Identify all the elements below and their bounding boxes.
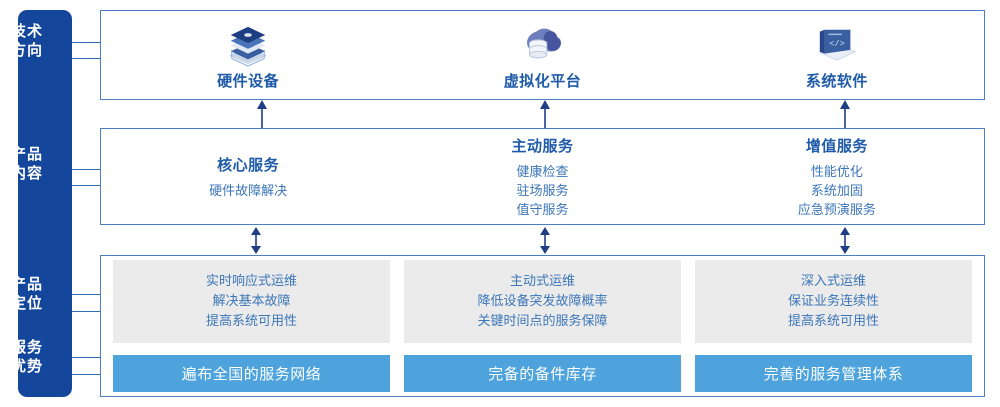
positioning-line: 主动式运维 [509, 273, 575, 288]
connector-advantage-bottom [72, 374, 101, 375]
product-content-title-proactive: 主动服务 [511, 137, 574, 155]
product-content-title-value-added: 增值服务 [805, 137, 868, 155]
arrow-double-proactive [540, 227, 550, 254]
positioning-line: 深入式运维 [800, 273, 866, 288]
arrow-up-hardware [257, 100, 267, 128]
technology-label-hardware: 硬件设备 [217, 72, 280, 90]
positioning-line: 关键时间点的服务保障 [477, 313, 608, 328]
sidebar-item-technology-direction[interactable]: 技术 方向 [0, 22, 54, 60]
technology-direction-section: 硬件设备 虚拟化平台 [100, 10, 985, 100]
sidebar-item-product-content[interactable]: 产品 内容 [0, 145, 54, 183]
connector-advantage-top [72, 357, 101, 358]
sidebar-item-product-positioning[interactable]: 产品 定位 [0, 275, 54, 313]
product-content-column-proactive[interactable]: 主动服务 健康检查 驻场服务 值守服务 [395, 129, 689, 224]
connector-technology-bottom [72, 58, 101, 59]
product-content-section: 核心服务 硬件故障解决 主动服务 健康检查 驻场服务 值守服务 增值服务 性能优… [100, 128, 985, 225]
sidebar-label-line1: 产品 [10, 276, 43, 293]
sidebar-label-line2: 方向 [10, 42, 43, 59]
positioning-line: 降低设备突发故障概率 [477, 293, 608, 308]
sidebar-label-line1: 技术 [10, 23, 43, 40]
arrow-up-software [840, 100, 850, 128]
connector-content-bottom [72, 185, 101, 186]
product-content-item: 性能优化 [810, 163, 863, 179]
product-positioning-row: 实时响应式运维 解决基本故障 提高系统可用性 主动式运维 降低设备突发故障概率 … [113, 260, 972, 343]
product-content-item: 值守服务 [516, 201, 569, 217]
product-content-title-core: 核心服务 [217, 156, 280, 174]
connector-positioning-top [72, 294, 101, 295]
sidebar-item-service-advantage[interactable]: 服务 优势 [0, 338, 54, 376]
advantage-bar-spare-parts[interactable]: 完备的备件库存 [404, 355, 681, 392]
cloud-database-icon [527, 28, 562, 58]
positioning-line: 实时响应式运维 [205, 273, 297, 288]
technology-label-virtualization: 虚拟化平台 [503, 72, 582, 90]
arrow-double-core [251, 227, 261, 254]
sidebar-label-line1: 产品 [10, 146, 43, 163]
positioning-line: 解决基本故障 [212, 293, 291, 308]
product-content-item: 应急预演服务 [797, 201, 876, 217]
category-sidebar [18, 10, 72, 397]
sidebar-label-line1: 服务 [10, 339, 43, 356]
positioning-line: 保证业务连续性 [787, 293, 879, 308]
positioning-and-advantage-section: 实时响应式运维 解决基本故障 提高系统可用性 主动式运维 降低设备突发故障概率 … [100, 255, 985, 397]
product-content-item: 驻场服务 [516, 182, 569, 198]
advantage-bar-management[interactable]: 完善的服务管理体系 [695, 355, 972, 392]
technology-column-virtualization[interactable]: 虚拟化平台 [395, 11, 689, 99]
arrow-double-value-added [840, 227, 850, 254]
positioning-line: 提高系统可用性 [205, 313, 297, 328]
connector-technology-top [72, 42, 101, 43]
product-content-item: 健康检查 [516, 163, 569, 179]
svg-text:</>: </> [829, 39, 844, 49]
arrow-up-virtualization [540, 100, 550, 128]
advantage-bar-network[interactable]: 遍布全国的服务网络 [113, 355, 390, 392]
technology-column-hardware[interactable]: 硬件设备 [101, 11, 395, 99]
sidebar-label-line2: 内容 [10, 165, 43, 182]
service-advantage-row: 遍布全国的服务网络 完备的备件库存 完善的服务管理体系 [113, 355, 972, 392]
connector-positioning-bottom [72, 311, 101, 312]
product-content-item: 硬件故障解决 [209, 182, 288, 198]
laptop-code-icon: </> [818, 29, 857, 61]
positioning-card-indepth[interactable]: 深入式运维 保证业务连续性 提高系统可用性 [695, 260, 972, 343]
sidebar-label-line2: 定位 [10, 295, 43, 312]
product-content-column-core[interactable]: 核心服务 硬件故障解决 [101, 129, 395, 224]
connector-content-top [72, 169, 101, 170]
positioning-card-realtime[interactable]: 实时响应式运维 解决基本故障 提高系统可用性 [113, 260, 390, 343]
technology-column-software[interactable]: </> 系统软件 [690, 11, 984, 99]
sidebar-label-line2: 优势 [10, 358, 43, 375]
technology-label-software: 系统软件 [805, 72, 868, 90]
product-content-column-value-added[interactable]: 增值服务 性能优化 系统加固 应急预演服务 [690, 129, 984, 224]
server-stack-icon [229, 26, 268, 67]
product-content-item: 系统加固 [810, 182, 863, 198]
positioning-line: 提高系统可用性 [787, 313, 879, 328]
positioning-card-proactive[interactable]: 主动式运维 降低设备突发故障概率 关键时间点的服务保障 [404, 260, 681, 343]
